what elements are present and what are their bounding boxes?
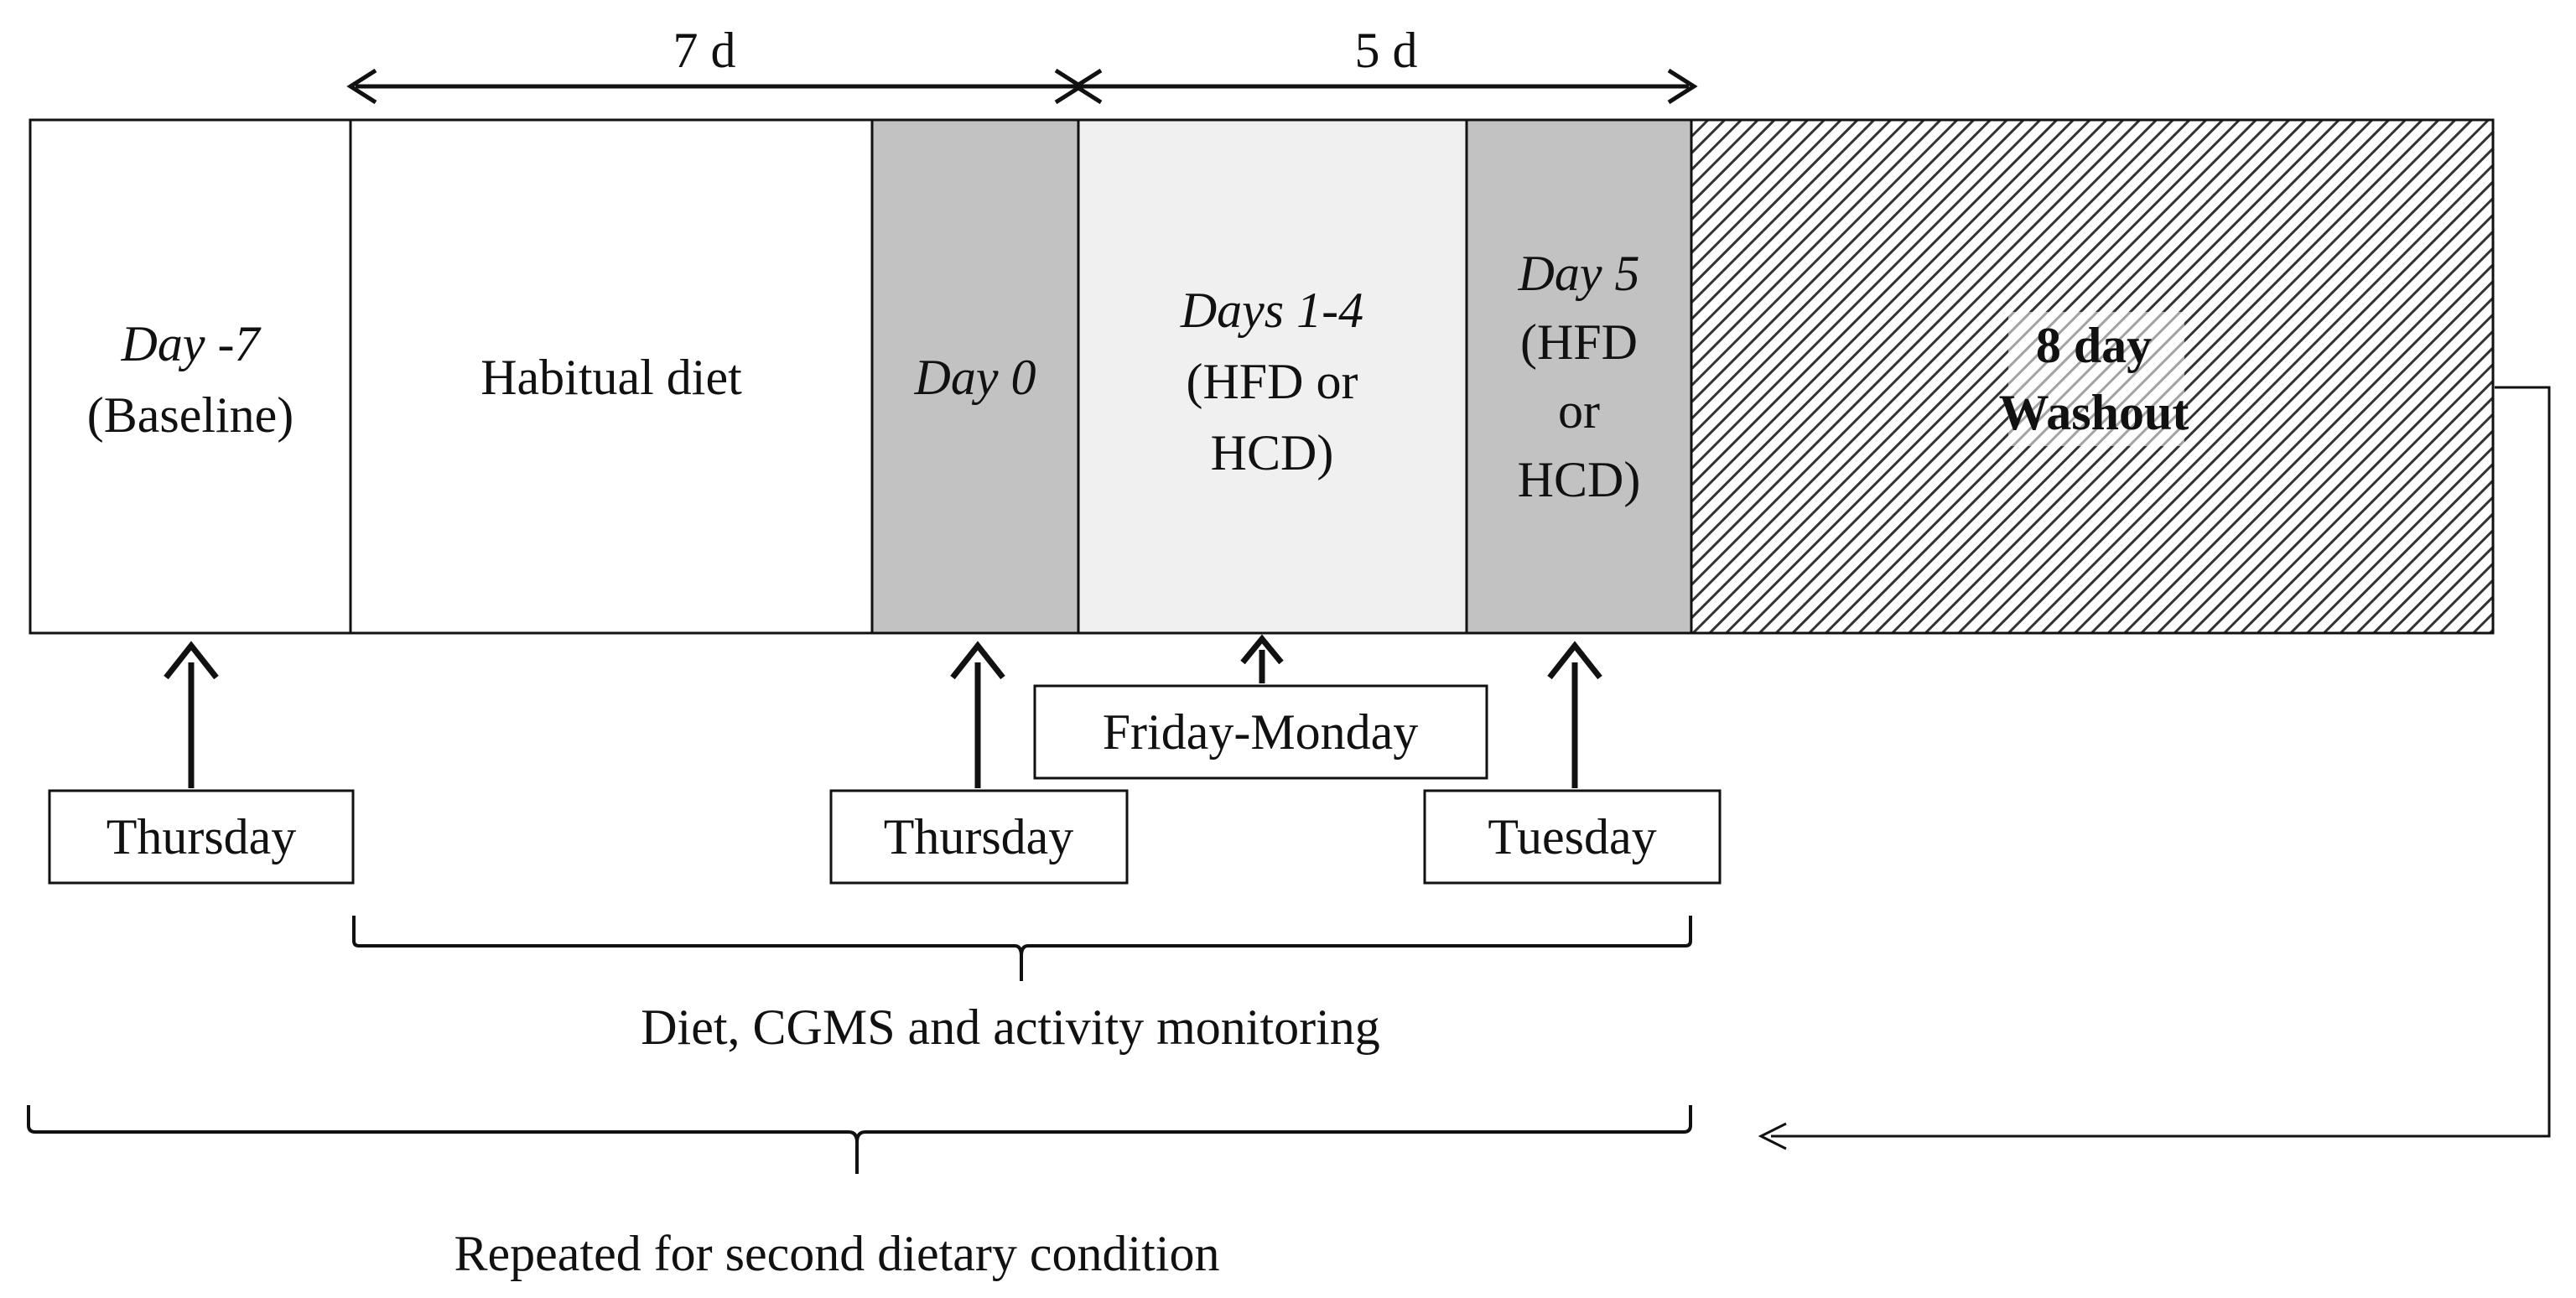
phase-baseline-day: Day -7 [121,316,262,371]
phase-washout: 8 day Washout [1690,118,2495,635]
phase-day5-diet-cont: HCD) [1518,452,1641,507]
phase-baseline: Day -7 (Baseline) [29,118,352,635]
phase-baseline-label: (Baseline) [87,387,294,443]
weekday-baseline-label: Thursday [106,809,297,864]
phase-habitual-label: Habitual diet [480,350,742,405]
repeat-bracket: Repeated for second dietary condition [27,1105,1692,1281]
phase-day5: Day 5 (HFD or HCD) [1465,118,1693,635]
phase-day5-day: Day 5 [1518,246,1640,301]
monitoring-bracket-label: Diet, CGMS and activity monitoring [641,999,1380,1055]
phase-days1to4-day: Days 1-4 [1180,283,1363,338]
phase-days1to4: Days 1-4 (HFD or HCD) [1077,118,1468,635]
duration-7d-label: 7 d [673,23,736,78]
phase-day5-diet: (HFD [1520,314,1638,370]
phase-days1to4-diet: (HFD or [1187,354,1358,409]
phase-day0: Day 0 [870,118,1080,635]
repeat-bracket-label: Repeated for second dietary condition [454,1226,1219,1281]
phase-habitual: Habitual diet [349,118,874,635]
weekday-days1to4: Friday-Monday [1033,684,1488,780]
duration-5d: 5 d [1072,23,1698,105]
arrow-day0-visit [950,641,1005,788]
phase-washout-duration: 8 day [2036,318,2152,373]
weekday-baseline: Thursday [48,789,355,885]
arrow-day5-visit [1547,641,1602,788]
phase-days1to4-diet-cont: HCD) [1211,425,1334,480]
weekday-day5: Tuesday [1423,789,1722,885]
phase-washout-label: Washout [1999,385,2189,440]
weekday-days1to4-label: Friday-Monday [1103,704,1419,760]
repeat-connector-arrow [1758,386,2551,1150]
arrow-baseline-visit [164,641,219,788]
monitoring-bracket: Diet, CGMS and activity monitoring [352,916,1692,1055]
phase-day0-label: Day 0 [914,350,1036,405]
duration-5d-label: 5 d [1355,23,1418,78]
weekday-day0: Thursday [829,789,1129,885]
weekday-day5-label: Tuesday [1488,809,1656,864]
phase-day5-or: or [1558,383,1600,439]
arrow-days1to4-period [1240,634,1284,683]
duration-7d: 7 d [346,23,1085,105]
weekday-day0-label: Thursday [884,809,1074,864]
